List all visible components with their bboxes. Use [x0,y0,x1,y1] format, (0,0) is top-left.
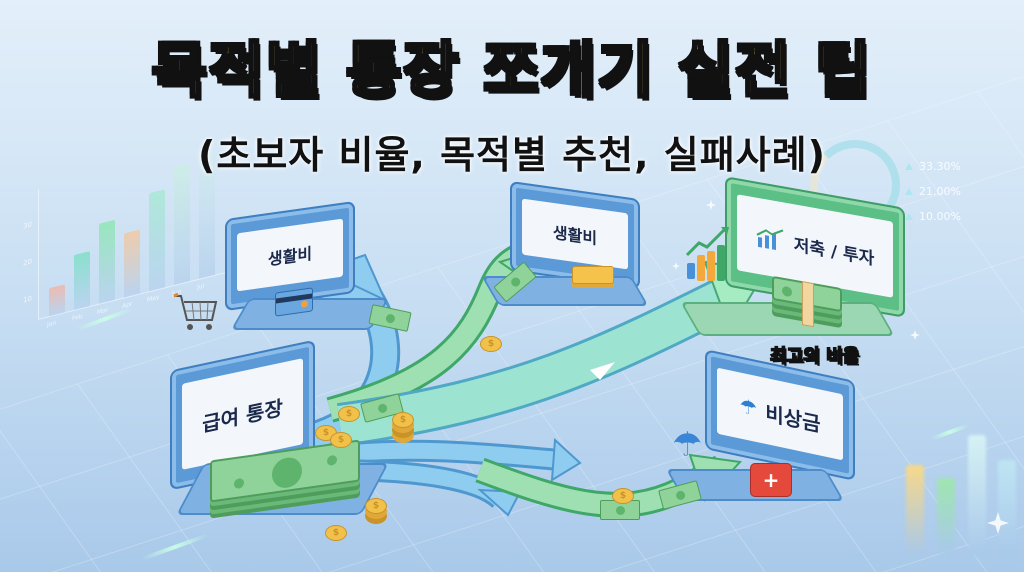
up-triangle-icon [905,188,913,195]
background-stats-list: 33.30% 21.00% 10.00% [905,160,961,235]
account-card-savings[interactable]: 저축 / 투자 [680,176,915,342]
coin-icon: $ [325,525,347,541]
umbrella-icon: ☂ [739,393,758,422]
umbrella-icon: ☂ [672,425,703,465]
page-title: 목적별 통장 쪼개기 실전 팁 [150,35,873,108]
coin-icon: $ [330,432,352,448]
account-label: 저축 / 투자 [793,234,875,269]
stat-row: 21.00% [905,185,961,198]
account-label: 생활비 [552,222,598,249]
bill-dot [782,285,792,298]
best-ratio-badge: 최고의 비율 [769,345,860,368]
account-card-salary[interactable]: 급여 통장 [170,339,390,545]
account-card-living-left[interactable]: 생활비 [225,200,390,340]
stat-value: 33.30% [919,160,961,173]
sparkle-icon [910,330,920,340]
account-screen: ☂ 비상금 [705,349,855,481]
account-screen: 저축 / 투자 [725,176,905,318]
account-label-box: ☂ 비상금 [717,367,843,461]
up-triangle-icon [905,163,913,170]
sparkle-icon [672,262,680,270]
account-card-emergency[interactable]: ☂ 비상금 + [665,349,865,505]
growth-bars-icon [685,227,729,281]
growth-chart-icon [756,229,784,251]
coin-stack-icon: $ [392,412,414,428]
coin-icon: $ [612,488,634,504]
wallet-icon [572,266,614,284]
first-aid-kit-icon: + [750,463,792,497]
account-base [680,302,895,336]
bill-dot [272,455,302,490]
coin-stack-icon: $ [365,498,387,514]
account-label-box: 저축 / 투자 [737,194,893,298]
stat-value: 21.00% [919,185,961,198]
stat-row: 10.00% [905,210,961,223]
background-bar [968,435,986,555]
sparkle-icon [706,200,716,210]
stat-row: 33.30% [905,160,961,173]
bill-dot [327,454,337,467]
stat-value: 10.00% [919,210,961,223]
bill-dot [234,477,244,490]
account-label-box: 생활비 [522,198,628,270]
background-bar [906,465,924,555]
background-bar [937,478,955,553]
shopping-cart-icon [173,292,218,330]
page-subtitle: (초보자 비율, 목적별 추천, 실패사례) [198,133,826,177]
account-card-living-center[interactable]: 생활비 [481,180,660,310]
account-label: 생활비 [267,243,313,270]
account-label: 비상금 [765,400,821,437]
cash-band [802,281,814,328]
coin-icon: $ [480,336,502,352]
coin-icon: $ [338,406,360,422]
account-label: 급여 통장 [202,394,283,437]
background-bar [998,460,1016,555]
account-label-box: 생활비 [237,218,343,292]
up-triangle-icon [905,213,913,220]
